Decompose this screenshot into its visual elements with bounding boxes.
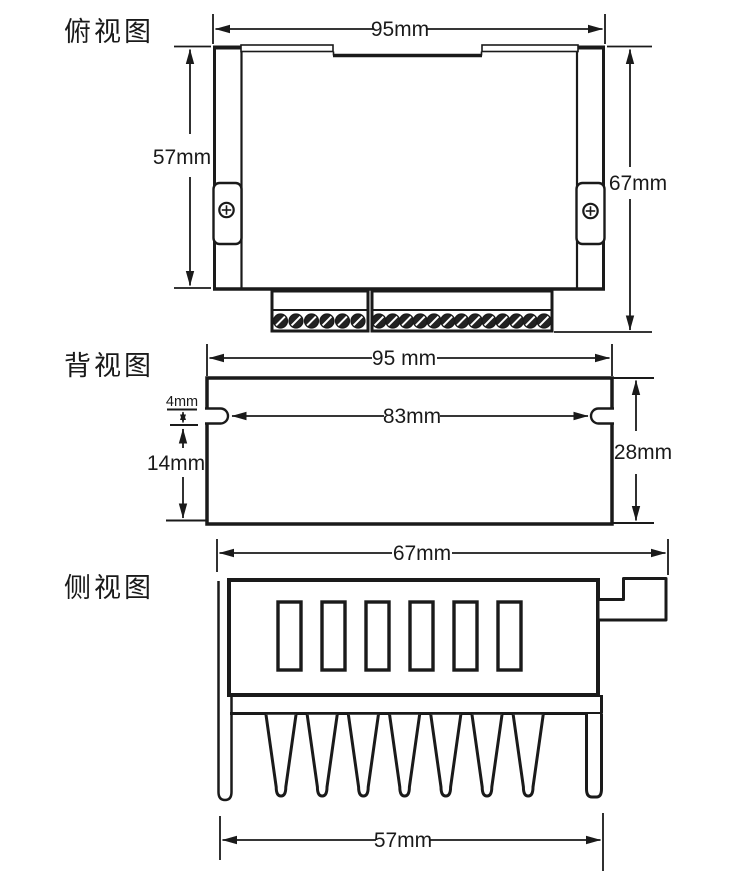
heatsink: [230, 695, 603, 799]
cover-lip: [481, 44, 579, 53]
heatsink-fin: [511, 714, 545, 798]
dim-back-width: 95 mm: [206, 344, 613, 376]
terminal-block-left-screws: [272, 313, 366, 329]
vent-slot: [364, 600, 391, 672]
vent-slot: [320, 600, 347, 672]
dim-label: 57mm: [374, 829, 432, 852]
screw-slot: [428, 315, 440, 327]
heatsink-fin: [305, 714, 339, 798]
screw-slot: [456, 315, 467, 327]
mounting-slot-left: [205, 407, 230, 425]
screw-slot: [321, 315, 333, 327]
terminal-block-right: [370, 289, 554, 333]
screw-slot: [275, 315, 286, 327]
screw-slot: [483, 315, 495, 327]
heatsink-fin-right: [585, 714, 603, 799]
dim-label: 28mm: [614, 441, 672, 464]
dim-slot-span: 83mm: [231, 405, 589, 428]
terminal-block-right-screws: [371, 313, 552, 329]
dim-back-right-height: 28mm: [612, 377, 672, 524]
dim-label: 67mm: [393, 542, 451, 565]
dim-side-top-width: 67mm: [216, 539, 669, 575]
dim-slot-height: 4mm: [166, 394, 198, 426]
heatsink-fins: [264, 714, 545, 798]
screw-slot: [352, 315, 364, 327]
back-view-body: [205, 376, 614, 526]
mounting-tab: [596, 577, 668, 622]
heatsink-fin: [429, 714, 463, 798]
screw-slot: [511, 315, 522, 327]
vent-slot: [496, 600, 523, 672]
dim-top-right-height: 67mm: [554, 45, 667, 333]
back-view-title: 背视图: [64, 351, 154, 381]
screw-slot: [337, 315, 348, 327]
mounting-screw: [582, 202, 599, 220]
screw-slot: [290, 315, 302, 327]
dim-side-bottom-width: 57mm: [219, 813, 604, 871]
dim-label: 4mm: [166, 394, 198, 410]
dim-back-left-height: 14mm: [147, 428, 206, 522]
cover-lip: [240, 44, 334, 53]
vent-slots: [276, 600, 523, 672]
vent-slot: [408, 600, 435, 672]
screw-slot: [497, 315, 508, 327]
screw-slot: [306, 315, 317, 327]
side-view-title: 侧视图: [64, 573, 154, 603]
dim-label: 95 mm: [372, 347, 436, 370]
dim-label: 95mm: [371, 18, 429, 41]
side-view: 侧视图 67mm 57mm: [64, 539, 669, 871]
screw-slot: [373, 315, 385, 327]
dim-label: 14mm: [147, 452, 205, 475]
dim-label: 67mm: [609, 172, 667, 195]
dim-top-width: 95mm: [212, 14, 606, 44]
vent-slot: [276, 600, 303, 672]
screw-slot: [387, 315, 398, 327]
heatsink-fin: [388, 714, 422, 798]
screw-slot: [415, 315, 426, 327]
dim-top-left-height: 57mm: [153, 45, 211, 289]
vent-slot: [452, 600, 479, 672]
screw-slot: [538, 315, 550, 327]
screw-slot: [525, 315, 536, 327]
back-view: 背视图 95 mm 4mm 14mm: [64, 344, 672, 526]
heatsink-fin: [346, 714, 380, 798]
top-view-title: 俯视图: [64, 17, 154, 47]
terminal-block-left: [270, 289, 370, 333]
screw-slot: [442, 315, 453, 327]
dim-label: 57mm: [153, 146, 211, 169]
heatsink-fin: [470, 714, 504, 798]
top-view: 俯视图 95mm 57mm 67mm: [64, 14, 667, 333]
heatsink-fin: [264, 714, 298, 798]
mounting-screw: [218, 201, 235, 219]
screw-slot: [470, 315, 481, 327]
mounting-slot-right: [589, 407, 614, 425]
top-view-body: [212, 44, 606, 291]
screw-slot: [401, 315, 412, 327]
dim-label: 83mm: [383, 405, 441, 428]
